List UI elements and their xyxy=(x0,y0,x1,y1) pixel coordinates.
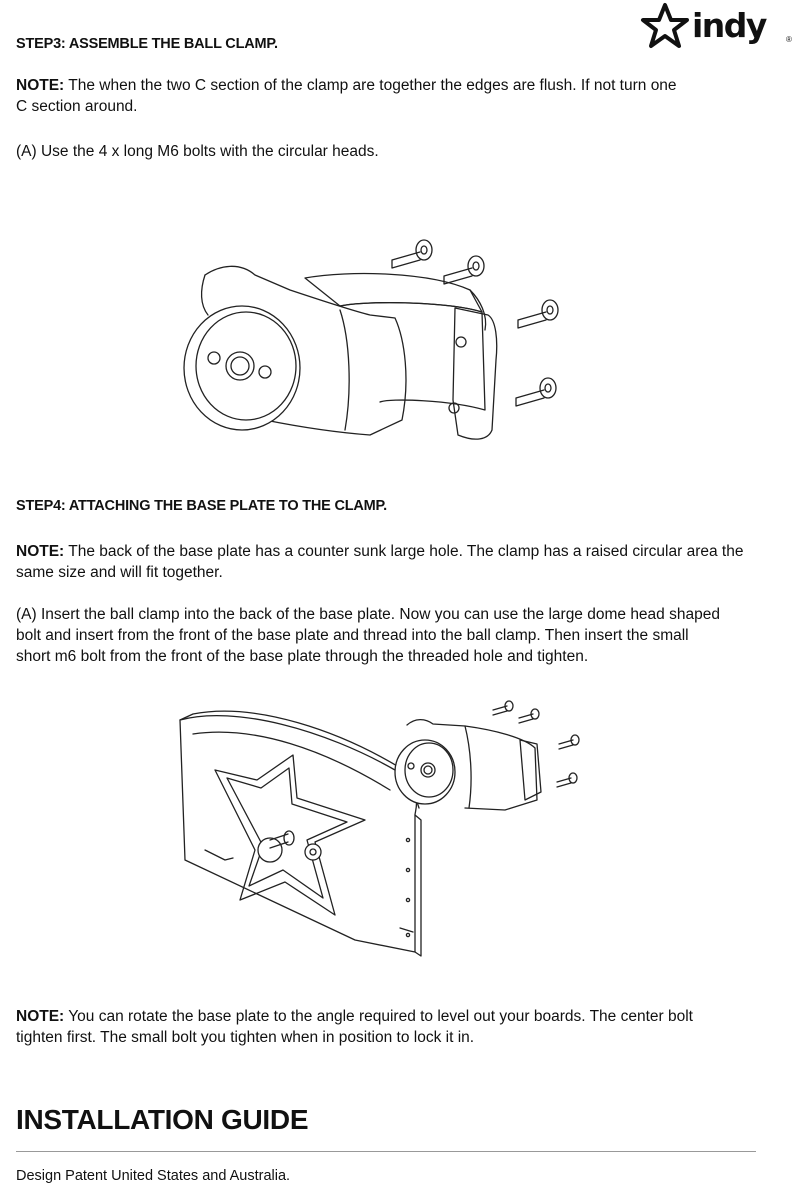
step3-instruction: (A) Use the 4 x long M6 bolts with the c… xyxy=(16,143,379,160)
ball-clamp-illustration xyxy=(183,239,559,440)
instruction-line-1: (A) Insert the ball clamp into the back … xyxy=(16,606,720,623)
note-text: The back of the base plate has a counter… xyxy=(64,543,744,560)
bolt-4 xyxy=(515,377,557,407)
note-label: NOTE: xyxy=(16,77,65,94)
indy-logo: indy ® xyxy=(640,2,800,52)
installation-guide-title: INSTALLATION GUIDE xyxy=(16,1104,309,1135)
note-text: You can rotate the base plate to the ang… xyxy=(64,1008,693,1025)
note-text-2: C section around. xyxy=(16,98,138,115)
logo-wordmark: indy xyxy=(692,6,767,45)
step3-note: NOTE: The when the two C section of the … xyxy=(16,75,677,117)
note-label: NOTE: xyxy=(16,543,65,560)
star-icon xyxy=(641,3,689,48)
small-bolt-4 xyxy=(556,772,578,788)
final-note: NOTE: You can rotate the base plate to t… xyxy=(16,1006,693,1048)
base-plate-illustration xyxy=(179,700,580,957)
bolt-1 xyxy=(391,239,433,269)
step4-note: NOTE: The back of the base plate has a c… xyxy=(16,541,743,583)
note-text-2: tighten first. The small bolt you tighte… xyxy=(16,1029,475,1046)
small-bolt-3 xyxy=(558,734,580,750)
divider xyxy=(16,1151,756,1152)
small-bolt-2 xyxy=(518,708,540,724)
instruction-line-3: short m6 bolt from the front of the base… xyxy=(16,648,589,665)
note-text-2: same size and will fit together. xyxy=(16,564,223,581)
step4-instruction: (A) Insert the ball clamp into the back … xyxy=(16,604,720,667)
note-label: NOTE: xyxy=(16,1008,65,1025)
step4-heading: STEP4: ATTACHING THE BASE PLATE TO THE C… xyxy=(16,498,387,514)
bolt-3 xyxy=(517,299,559,329)
instruction-line-2: bolt and insert from the front of the ba… xyxy=(16,627,689,644)
note-text: The when the two C section of the clamp … xyxy=(64,77,677,94)
small-bolt-1 xyxy=(492,700,514,716)
step3-heading: STEP3: ASSEMBLE THE BALL CLAMP. xyxy=(16,36,278,52)
registered-mark: ® xyxy=(786,35,792,44)
bolt-2 xyxy=(443,255,485,285)
patent-footer: Design Patent United States and Australi… xyxy=(16,1168,291,1184)
